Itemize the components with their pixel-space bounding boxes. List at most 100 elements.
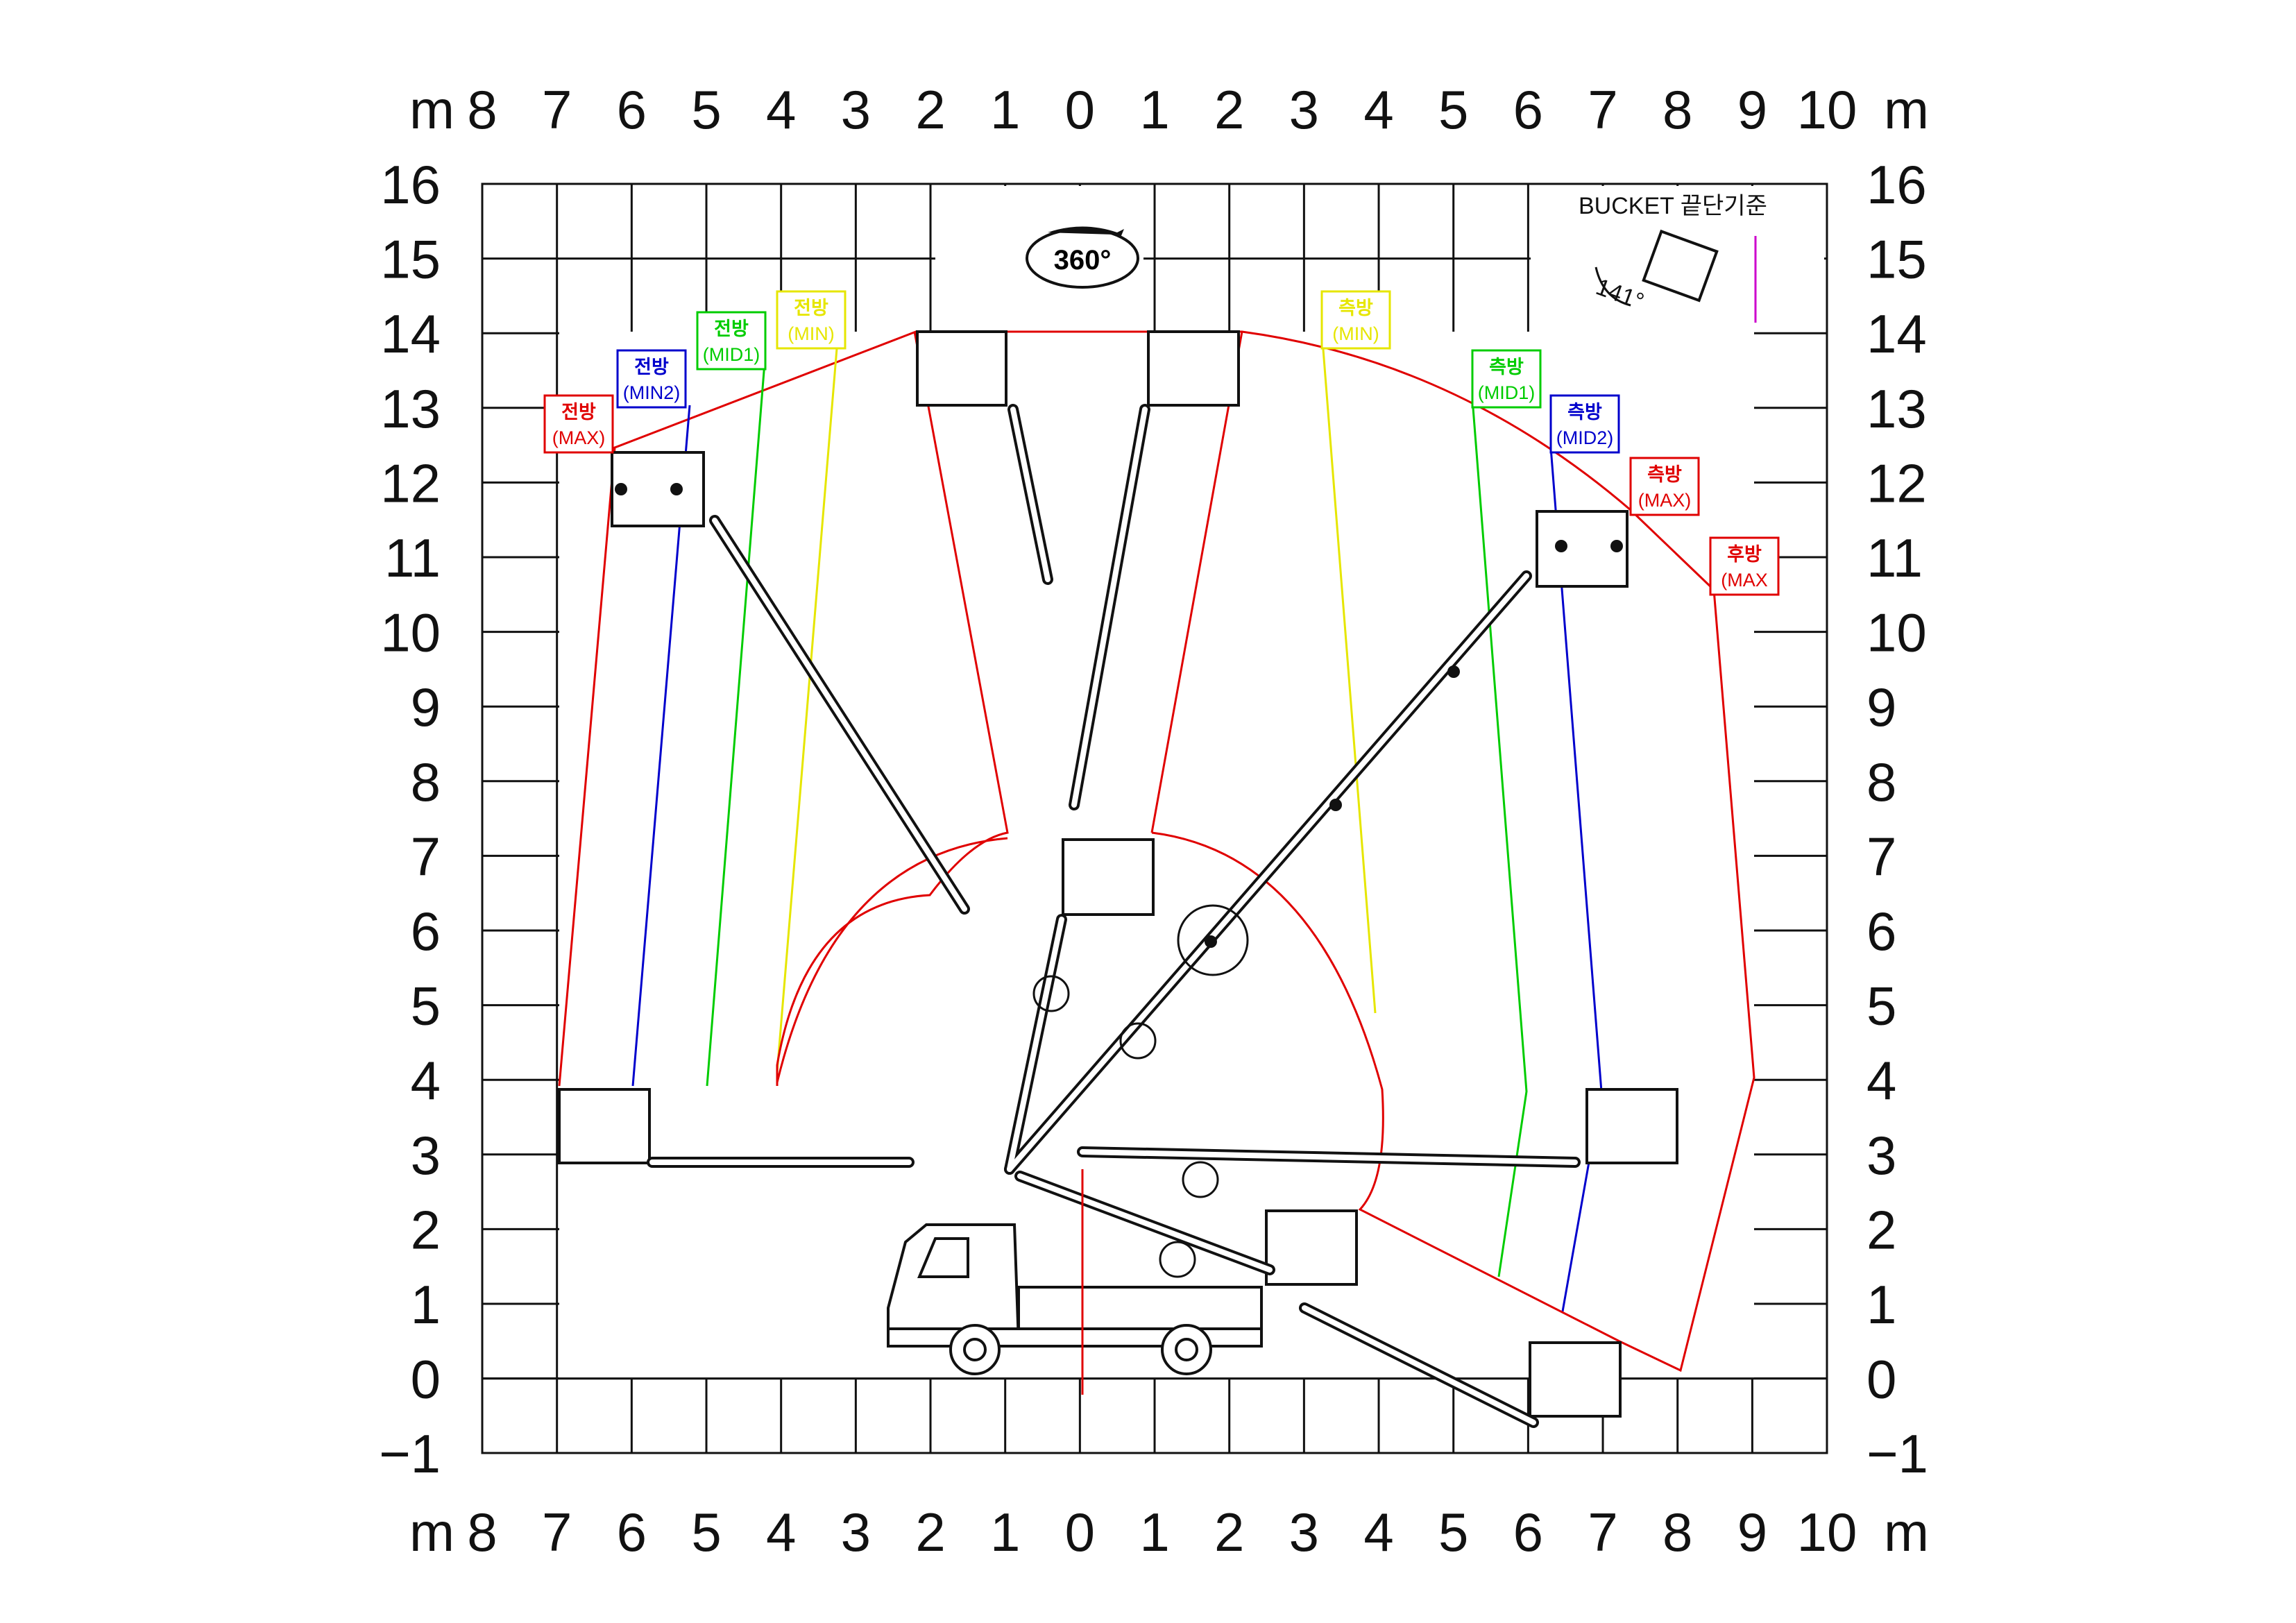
envelope-label-box [1471,349,1542,409]
envelope-label-line2: (MIN) [1332,323,1379,344]
x-tick-label-top: 5 [691,79,721,140]
y-tick-label-left: 4 [411,1050,441,1111]
envelope-label-box [1709,536,1780,596]
bucket-joint [670,483,683,495]
unit-label-top-left: m [409,79,454,140]
bucket-note-angle-arc [1595,266,1631,307]
rotation-badge: 360° [1026,226,1139,289]
envelope-label-line1: 전방 [634,357,669,378]
y-tick-label-left: 15 [380,229,441,290]
envelope-label-front-min: 전방(MIN) [776,290,847,350]
envelope-label-side-max: 측방(MAX) [1629,457,1700,516]
x-tick-label-top: 1 [1139,79,1169,140]
y-tick-label-right: 0 [1866,1349,1896,1410]
y-tick-label-left: 7 [411,826,441,887]
rotation-badge-text: 360° [1054,245,1112,275]
cylinder-pulley [1119,1022,1157,1060]
y-tick-label-right: 2 [1866,1199,1896,1260]
unit-label-bottom-right: m [1884,1502,1929,1563]
x-tick-label-top: 9 [1737,79,1767,140]
envelope-label-line2: (MID1) [1478,382,1536,403]
truck-window [917,1237,969,1278]
envelope-label-line2: (MIN2) [623,382,681,403]
envelope-min-side-line [1320,331,1377,1014]
envelope-label-box [1549,394,1620,454]
envelope-label-line1: 측방 [1567,402,1602,423]
x-tick-label-bottom: 10 [1797,1502,1857,1563]
y-tick-label-left: 8 [411,751,441,813]
winch-circle [1177,904,1249,976]
x-tick-label-top: 5 [1438,79,1468,140]
envelope-label-line2: (MID1) [703,344,760,365]
envelope-label-line1: 전방 [561,402,596,423]
cylinder-pulley [1159,1241,1196,1278]
envelope-min-front-line [776,331,840,1073]
y-tick-label-left: 6 [411,901,441,962]
x-tick-label-top: 8 [1663,79,1692,140]
envelope-label-line1: 측방 [1489,357,1524,378]
x-tick-label-bottom: 8 [1663,1502,1692,1563]
truck-rear-hub [1175,1338,1198,1361]
y-tick-label-right: 13 [1866,378,1927,439]
y-tick-label-right: 7 [1866,826,1896,887]
y-tick-label-left: 13 [380,378,441,439]
x-tick-label-top: 7 [542,79,572,140]
envelope-label-box [1629,457,1700,516]
envelope-label-box [776,290,847,350]
envelope-label-line1: 후방 [1727,544,1762,566]
y-tick-label-right: 16 [1866,154,1927,215]
y-tick-label-left: 12 [380,452,441,513]
y-tick-label-left: 10 [380,602,441,663]
boom-joint [1447,665,1460,678]
cylinder-pulley [1182,1161,1219,1198]
bucket-note: BUCKET 끝단기준 141° [1579,193,1767,323]
y-tick-label-right: 11 [1866,527,1923,588]
envelope-label-line2: (MAX) [1638,490,1692,511]
x-tick-label-bottom: 1 [990,1502,1020,1563]
envelope-label-front-mid1: 전방(MID1) [696,311,767,371]
x-tick-label-top: 6 [1513,79,1543,140]
x-tick-label-top: 7 [1588,79,1617,140]
envelope-label-box [696,311,767,371]
y-tick-label-right: 8 [1866,751,1896,813]
envelope-label-side-mid2: 측방(MID2) [1549,394,1620,454]
x-tick-label-bottom: 2 [915,1502,945,1563]
unit-label-bottom-left: m [409,1502,454,1563]
x-tick-label-top: 2 [1214,79,1244,140]
y-tick-label-right: 12 [1866,452,1927,513]
y-tick-label-right: 14 [1866,303,1927,364]
bucket-rear-bottom [1529,1341,1622,1418]
envelope-label-box [1320,290,1391,350]
x-tick-label-bottom: 2 [1214,1502,1244,1563]
envelope-label-side-mid1: 측방 (MID1) [1471,349,1542,409]
rotation-arrow-icon [1048,226,1124,237]
envelope-inner-red-top-line [1150,331,1243,833]
truck-bed [1017,1286,1263,1330]
y-tick-label-right: 6 [1866,901,1896,962]
x-tick-label-bottom: 8 [467,1502,497,1563]
x-tick-label-bottom: 4 [766,1502,796,1563]
bucket-joint [1555,540,1567,552]
truck-front-hub [963,1338,987,1361]
x-tick-label-bottom: 3 [1289,1502,1319,1563]
envelope-mid1-side-line [1471,398,1528,1277]
envelope-inner-red-side-line [1151,831,1620,1343]
y-tick-label-right: 3 [1866,1125,1896,1186]
x-tick-label-bottom: 7 [542,1502,572,1563]
envelope-label-side-min: 측방(MIN) [1320,290,1391,350]
x-tick-label-top: 4 [1363,79,1393,140]
envelope-label-box [616,349,687,409]
truck [887,1223,1263,1375]
x-tick-label-bottom: 6 [617,1502,647,1563]
y-tick-label-right: 9 [1866,677,1896,738]
x-tick-label-bottom: 1 [1139,1502,1169,1563]
x-tick-label-top: 0 [1065,79,1095,140]
bucket-top-right [1147,330,1240,407]
y-tick-label-left: 1 [411,1274,441,1335]
envelope-label-line2: (MAX) [552,427,606,448]
x-tick-label-bottom: 6 [1513,1502,1543,1563]
